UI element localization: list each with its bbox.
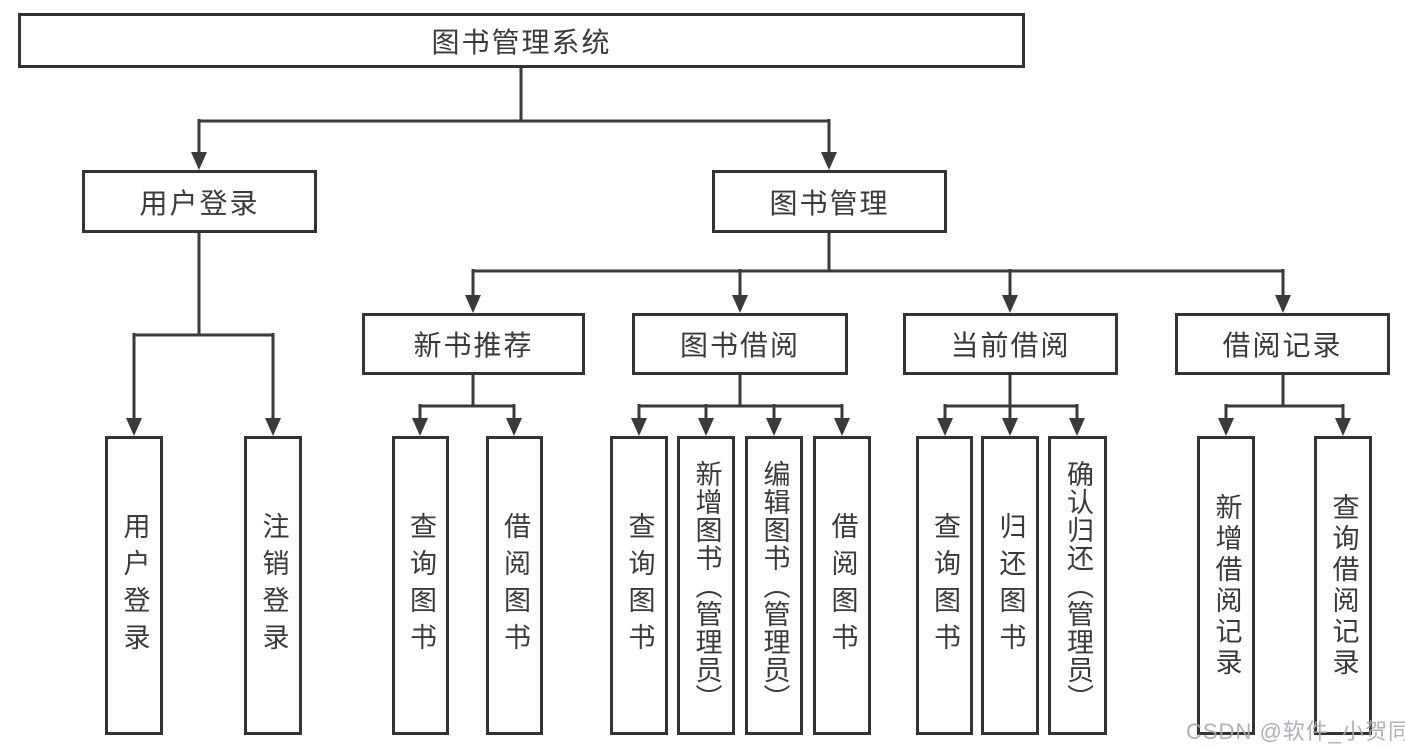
node-borrow-records-label: 借阅记录	[1222, 330, 1343, 361]
connector-current-borrow-children	[937, 375, 1085, 436]
node-leaf-borrow-books-recommend-label: 借阅图书	[500, 511, 530, 660]
node-leaf-query-books-recommend: 查询图书	[392, 436, 449, 735]
node-borrow-records: 借阅记录	[1175, 313, 1390, 375]
node-user-login: 用户登录	[82, 170, 317, 233]
node-leaf-confirm-return-admin-label: 确认归还（管理员）	[1063, 459, 1093, 712]
connector-root-to-level2	[191, 68, 837, 170]
node-current-borrow: 当前借阅	[903, 313, 1118, 375]
node-root-system-label: 图书管理系统	[431, 26, 612, 58]
node-leaf-edit-books-admin-label: 编辑图书（管理员）	[759, 459, 790, 712]
node-leaf-add-borrow-record-label: 新增借阅记录	[1211, 492, 1242, 679]
node-book-management: 图书管理	[712, 170, 947, 233]
node-leaf-query-books-borrow: 查询图书	[610, 436, 668, 735]
connector-user-login-children	[126, 233, 281, 436]
node-book-management-label: 图书管理	[769, 187, 890, 219]
node-leaf-query-borrow-record: 查询借阅记录	[1314, 436, 1372, 735]
node-leaf-borrow-books: 借阅图书	[813, 436, 871, 735]
node-root-system: 图书管理系统	[18, 13, 1025, 68]
node-leaf-query-borrow-record-label: 查询借阅记录	[1328, 492, 1359, 679]
node-leaf-borrow-books-label: 借阅图书	[827, 511, 858, 660]
node-leaf-borrow-books-recommend: 借阅图书	[486, 436, 543, 735]
connector-book-mgmt-to-level3	[465, 233, 1291, 313]
node-new-book-recommend: 新书推荐	[362, 313, 585, 375]
node-leaf-add-books-admin-label: 新增图书（管理员）	[691, 459, 722, 712]
node-leaf-query-books-borrow-label: 查询图书	[624, 511, 655, 660]
node-leaf-edit-books-admin: 编辑图书（管理员）	[745, 436, 803, 735]
node-leaf-query-books-recommend-label: 查询图书	[406, 511, 436, 660]
node-leaf-query-books-current: 查询图书	[916, 436, 973, 735]
node-user-login-label: 用户登录	[139, 187, 260, 219]
watermark: CSDN @软件_小贺同学	[1186, 719, 1405, 744]
node-leaf-return-books-label: 归还图书	[995, 511, 1026, 660]
node-leaf-return-books: 归还图书	[981, 436, 1039, 735]
node-leaf-query-books-current-label: 查询图书	[930, 511, 960, 660]
node-leaf-logout-label: 注销登录	[258, 511, 289, 660]
node-new-book-recommend-label: 新书推荐	[413, 330, 534, 361]
node-leaf-add-books-admin: 新增图书（管理员）	[677, 436, 735, 735]
node-current-borrow-label: 当前借阅	[950, 330, 1071, 361]
node-book-borrow: 图书借阅	[632, 313, 848, 375]
node-leaf-confirm-return-admin: 确认归还（管理员）	[1048, 436, 1107, 735]
node-leaf-add-borrow-record: 新增借阅记录	[1197, 436, 1255, 735]
node-leaf-user-login: 用户登录	[105, 436, 163, 735]
node-leaf-logout: 注销登录	[244, 436, 302, 735]
node-leaf-user-login-label: 用户登录	[119, 511, 150, 660]
connector-borrow-records-children	[1218, 375, 1351, 436]
node-book-borrow-label: 图书借阅	[679, 330, 800, 361]
connector-book-borrow-children	[631, 375, 850, 436]
connector-new-book-children	[412, 375, 522, 436]
